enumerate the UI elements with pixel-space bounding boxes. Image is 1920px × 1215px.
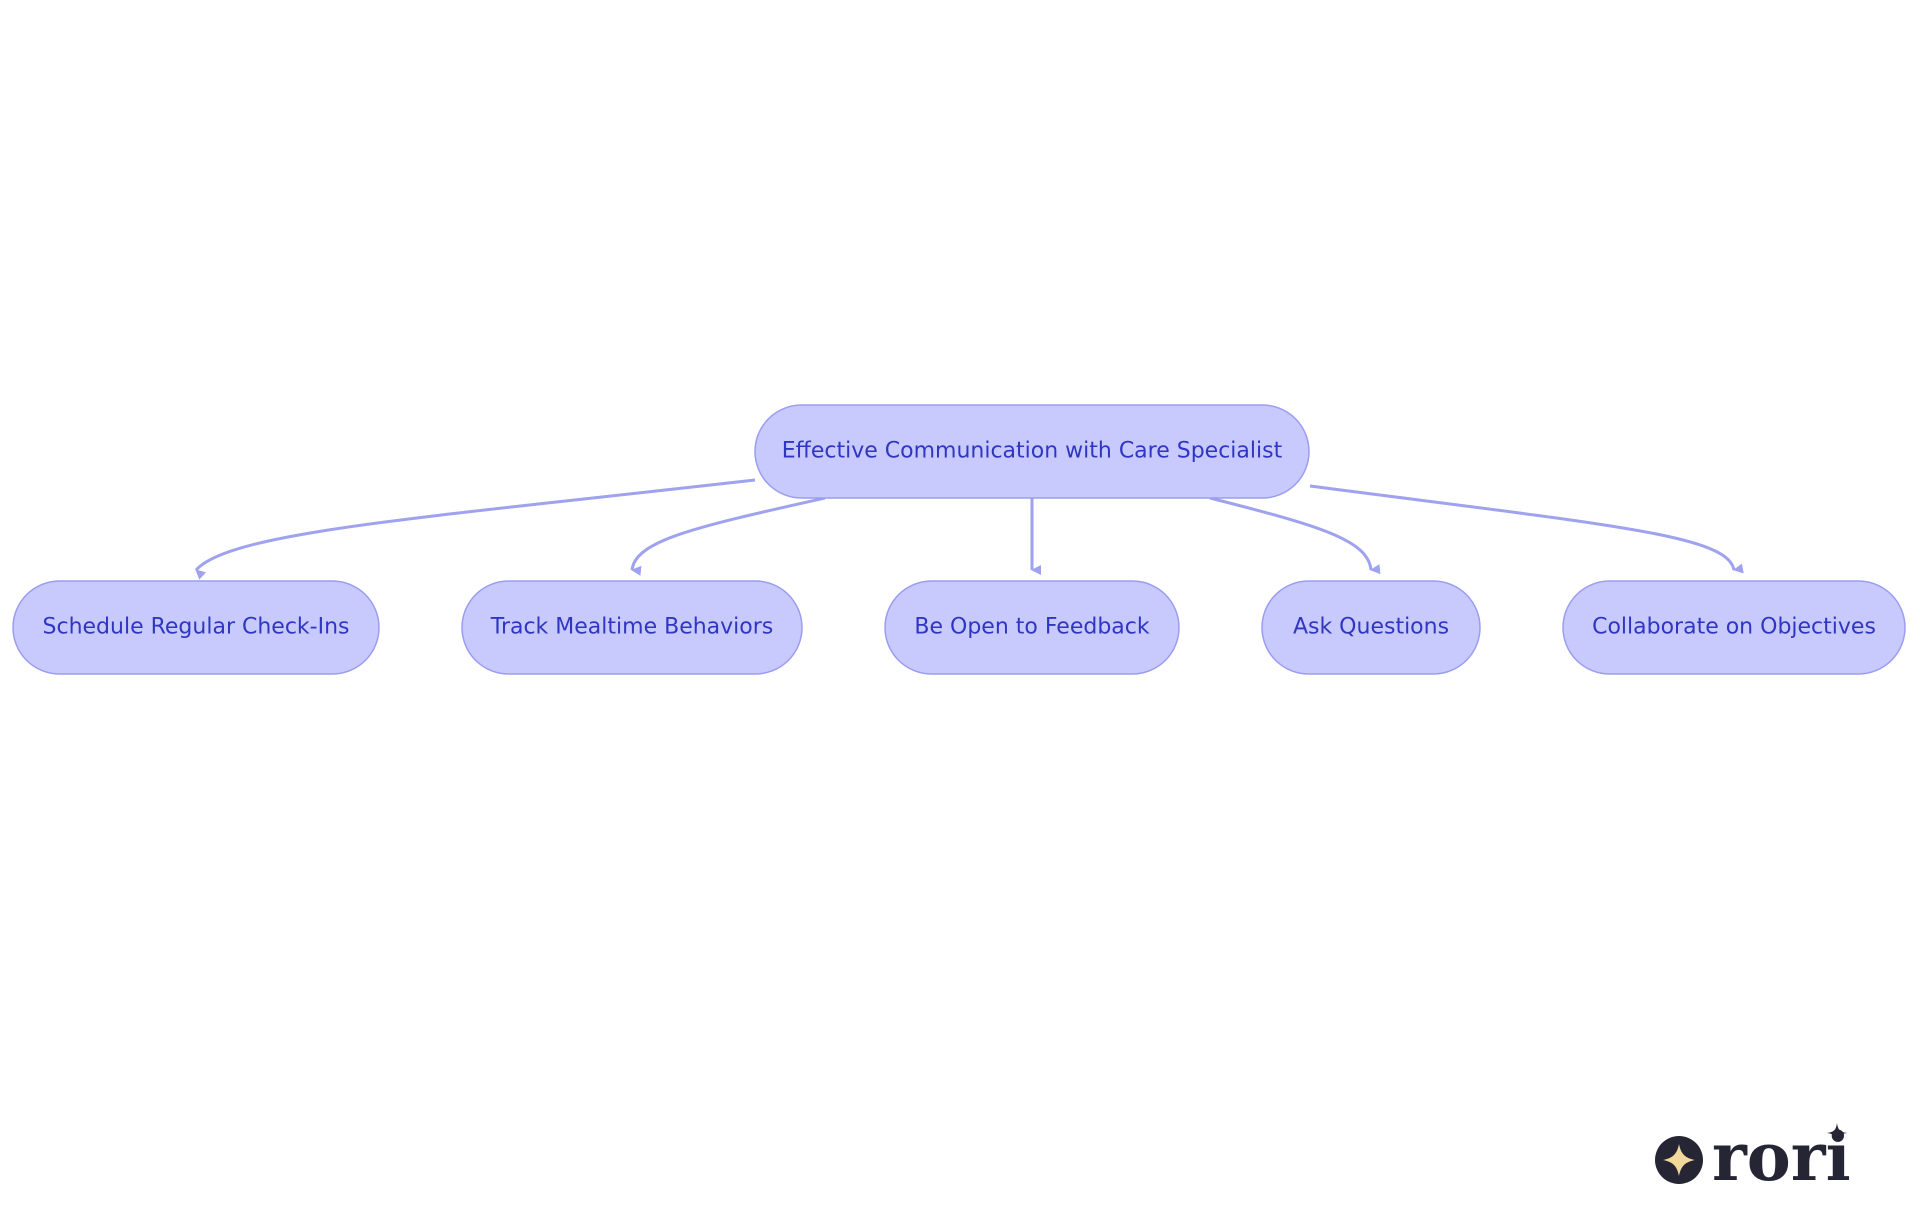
logo-wordmark: rori bbox=[1712, 1118, 1851, 1196]
child-node-label: Ask Questions bbox=[1293, 615, 1449, 640]
child-node-be-open-to-feedback: Be Open to Feedback bbox=[884, 580, 1180, 675]
child-node-schedule-regular-check-ins: Schedule Regular Check-Ins bbox=[12, 580, 380, 675]
child-node-label: Collaborate on Objectives bbox=[1592, 615, 1876, 640]
child-node-collaborate-on-objectives: Collaborate on Objectives bbox=[1562, 580, 1906, 675]
rori-logo: rori bbox=[1655, 1118, 1851, 1196]
child-node-label: Schedule Regular Check-Ins bbox=[43, 615, 350, 640]
root-node: Effective Communication with Care Specia… bbox=[754, 404, 1310, 499]
child-node-ask-questions: Ask Questions bbox=[1261, 580, 1481, 675]
edge-root-to-child-4 bbox=[1309, 484, 1744, 574]
root-node-label: Effective Communication with Care Specia… bbox=[782, 439, 1283, 464]
logo-small-sparkle-icon bbox=[1827, 1123, 1847, 1143]
child-node-track-mealtime-behaviors: Track Mealtime Behaviors bbox=[461, 580, 803, 675]
child-node-label: Track Mealtime Behaviors bbox=[490, 615, 774, 640]
edge-root-to-child-0 bbox=[194, 478, 756, 580]
edge-root-to-child-1 bbox=[630, 496, 826, 576]
edge-root-to-child-3 bbox=[1209, 496, 1381, 575]
sparkle-icon bbox=[1663, 1144, 1695, 1176]
edges bbox=[194, 478, 1744, 580]
child-node-label: Be Open to Feedback bbox=[914, 615, 1149, 640]
